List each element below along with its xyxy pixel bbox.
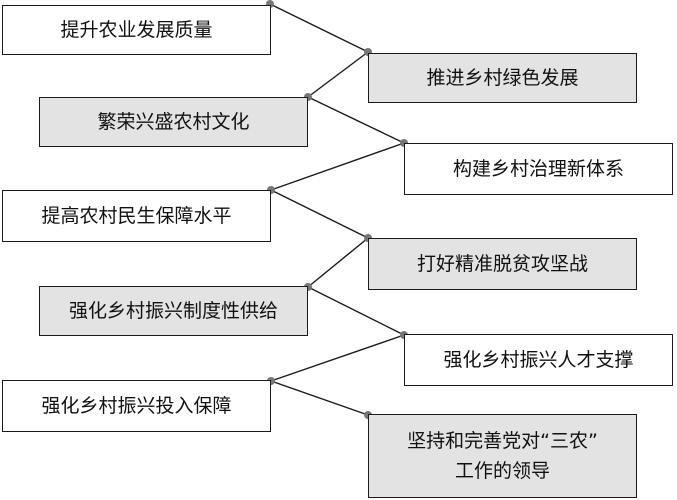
connector-line bbox=[270, 380, 369, 416]
node-label: 繁荣兴盛农村文化 bbox=[97, 110, 250, 133]
node-label: 强化乡村振兴投入保障 bbox=[41, 394, 232, 417]
node-label: 坚持和完善党对“三农” 工作的领导 bbox=[407, 429, 598, 482]
connector-line bbox=[269, 3, 369, 53]
node-party-leadership: 坚持和完善党对“三农” 工作的领导 bbox=[368, 414, 637, 498]
node-livelihood-security: 提高农村民生保障水平 bbox=[2, 190, 271, 242]
node-green-development: 推进乡村绿色发展 bbox=[368, 53, 637, 103]
node-label: 推进乡村绿色发展 bbox=[426, 66, 579, 89]
node-governance-system: 构建乡村治理新体系 bbox=[404, 143, 673, 195]
connector-line bbox=[307, 286, 405, 336]
node-label: 强化乡村振兴人才支撑 bbox=[443, 348, 634, 371]
connector-line bbox=[270, 189, 369, 239]
connector-line bbox=[307, 96, 405, 144]
node-label: 提高农村民生保障水平 bbox=[41, 204, 232, 227]
connector-line bbox=[307, 237, 369, 288]
node-investment-guarantee: 强化乡村振兴投入保障 bbox=[2, 380, 271, 432]
node-institutional-supply: 强化乡村振兴制度性供给 bbox=[39, 286, 308, 336]
node-label: 打好精准脱贫攻坚战 bbox=[416, 252, 588, 275]
node-label: 强化乡村振兴制度性供给 bbox=[68, 299, 278, 322]
node-poverty-alleviation: 打好精准脱贫攻坚战 bbox=[368, 238, 637, 290]
connector-line bbox=[270, 334, 405, 382]
connector-line bbox=[270, 142, 405, 191]
node-rural-culture: 繁荣兴盛农村文化 bbox=[39, 97, 308, 147]
node-improve-agriculture-quality: 提升农业发展质量 bbox=[2, 5, 271, 55]
node-label: 提升农业发展质量 bbox=[60, 18, 213, 41]
connector-line bbox=[307, 51, 369, 98]
node-talent-support: 强化乡村振兴人才支撑 bbox=[404, 334, 673, 386]
node-label: 构建乡村治理新体系 bbox=[452, 157, 624, 180]
